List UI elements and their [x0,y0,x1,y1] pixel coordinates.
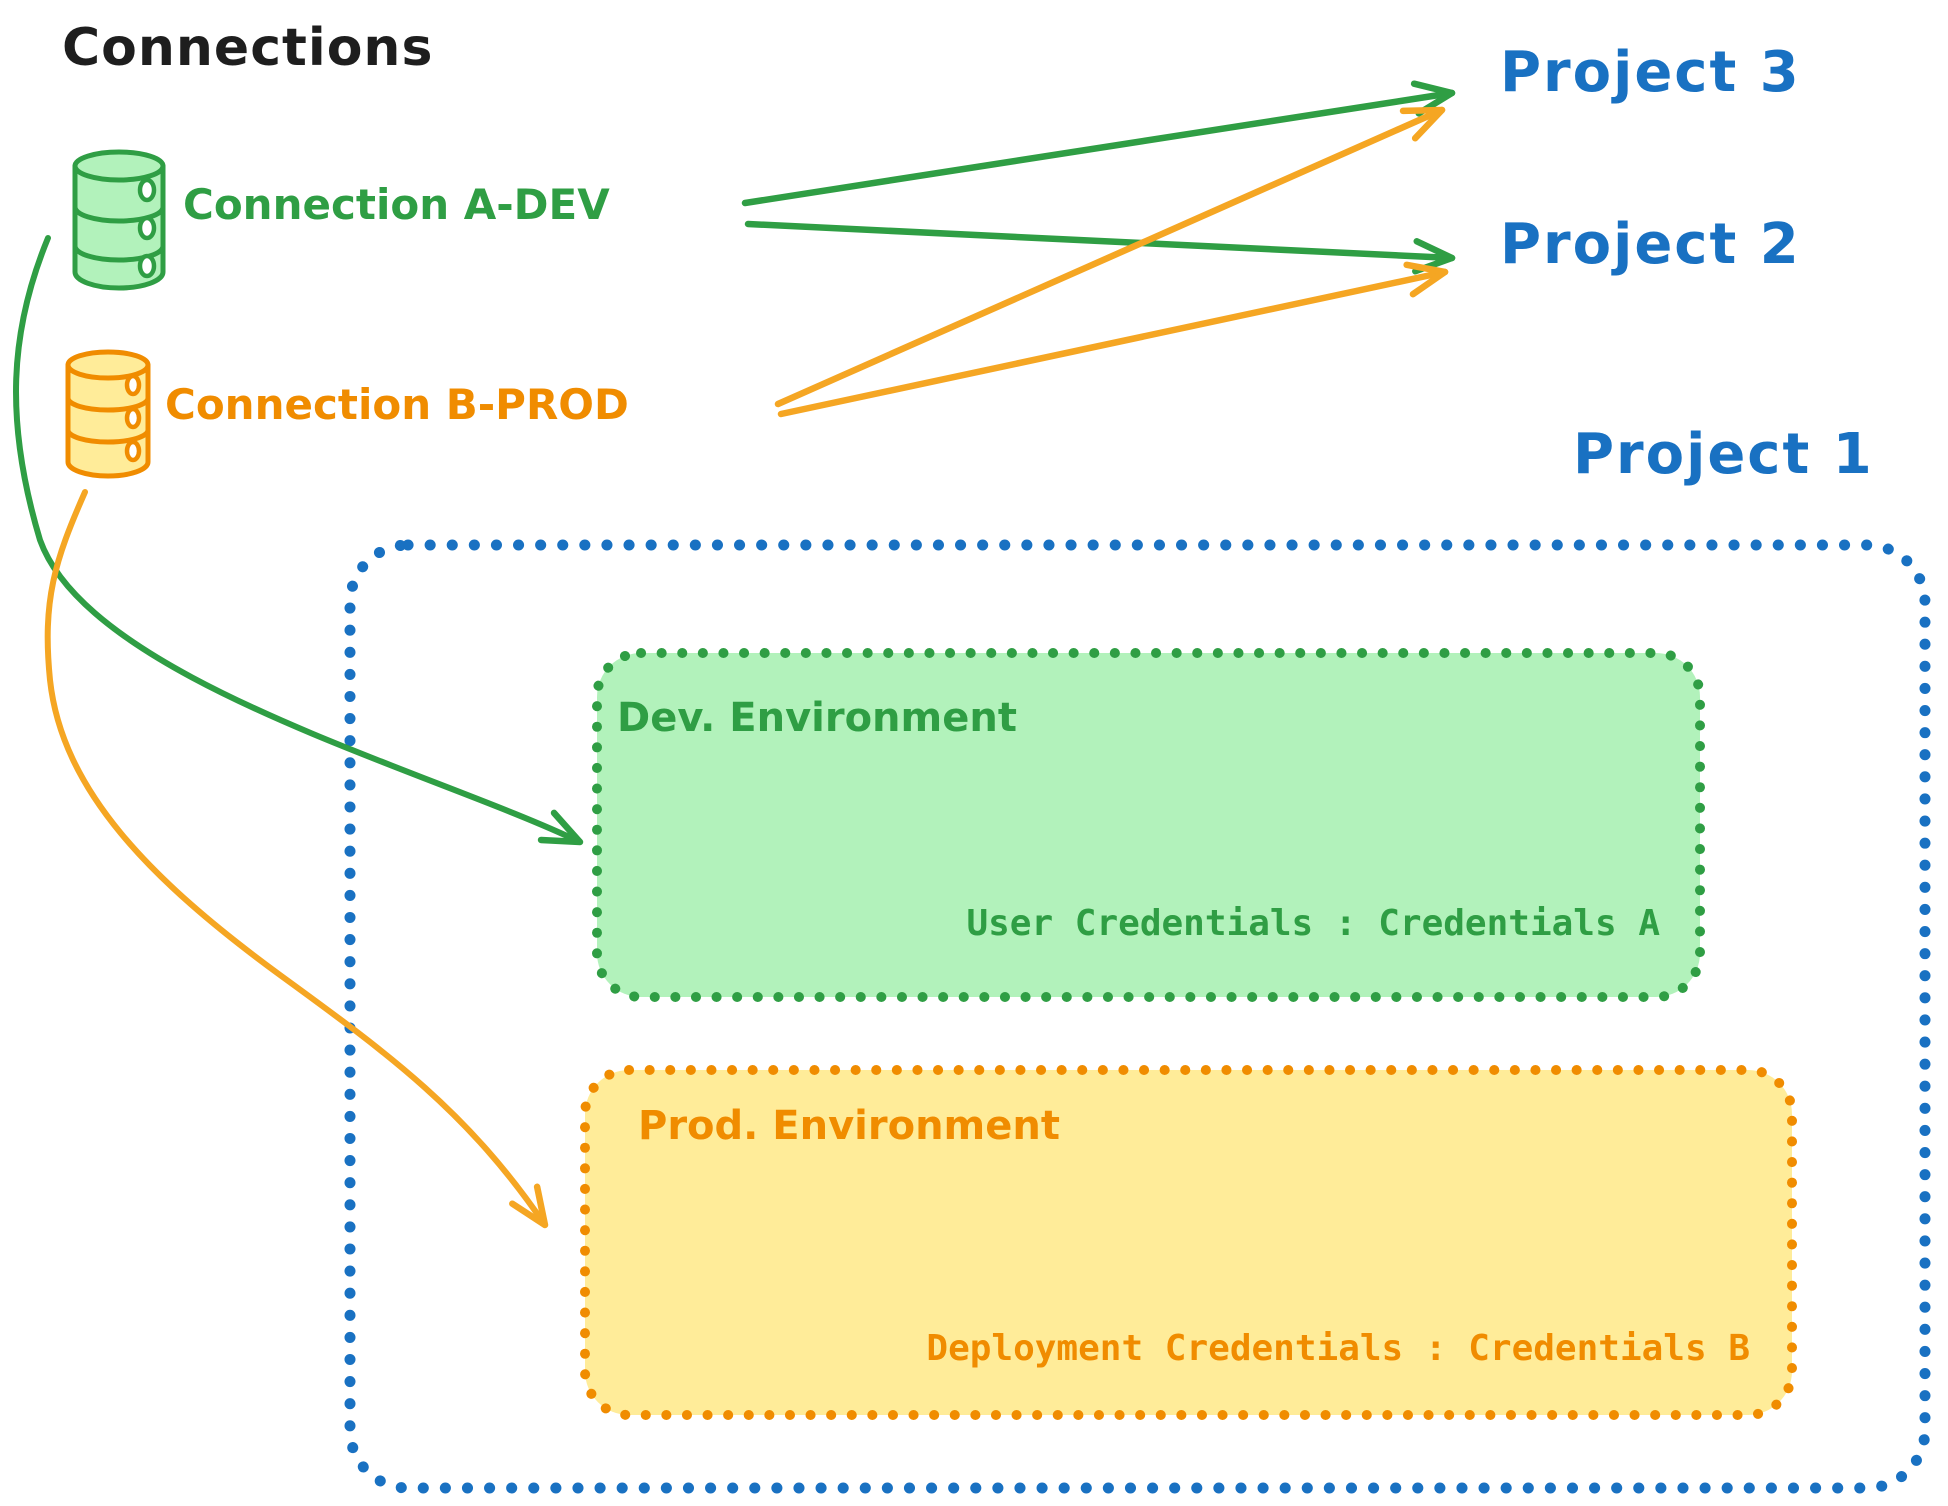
arrow-bprod-to-prod-environment [44,489,549,1229]
connection-b-prod-label: Connection B-PROD [165,380,629,429]
dev-credentials-text: User Credentials : Credentials A [966,903,1660,944]
arrow-adev-to-project3 [741,80,1456,207]
database-icon-prod [65,349,151,479]
project1-container-box [344,539,1931,1494]
prod-environment-box [580,1065,1797,1420]
arrow-adev-to-dev-environment [13,235,584,846]
project-3-label: Project 3 [1500,40,1801,105]
arrow-bprod-to-project2 [777,261,1449,418]
dev-environment-box [592,648,1705,1002]
prod-credentials-text: Deployment Credentials : Credentials B [926,1328,1750,1369]
project-1-label: Project 1 [1573,422,1874,487]
arrow-bprod-to-project3 [774,106,1446,408]
dev-environment-title: Dev. Environment [617,695,1017,741]
diagram-title: Connections [62,18,434,78]
project-2-label: Project 2 [1500,212,1801,277]
prod-environment-title: Prod. Environment [638,1103,1060,1149]
database-icon-dev [72,149,166,291]
connection-a-dev-label: Connection A-DEV [183,180,610,229]
arrow-adev-to-project2 [744,220,1456,275]
